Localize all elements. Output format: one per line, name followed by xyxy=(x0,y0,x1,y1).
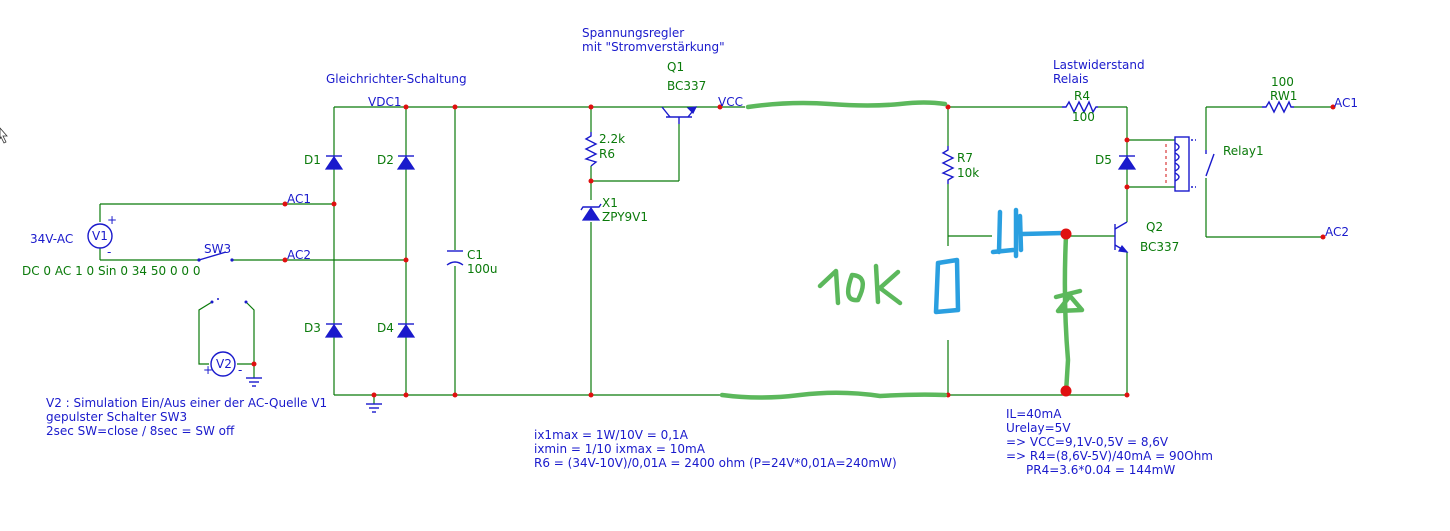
note-v2-line: 2sec SW=close / 8sec = SW off xyxy=(46,424,235,438)
v1-plus: + xyxy=(107,213,117,227)
green-pen-10k xyxy=(817,263,903,306)
wires xyxy=(99,106,1333,404)
label-gleichrichter: Gleichrichter-Schaltung xyxy=(326,72,467,86)
capacitor-c1-symbol xyxy=(446,250,464,266)
blue-pen-resistor-box xyxy=(933,257,961,315)
pen-node-bottom xyxy=(1060,385,1072,397)
ground-v2-symbol xyxy=(246,377,262,387)
mouse-cursor-icon xyxy=(0,127,8,144)
note-current-line: ixmin = 1/10 ixmax = 10mA xyxy=(534,442,706,456)
note-relay-calc: IL=40mA Urelay=5V => VCC=9,1V-0,5V = 8,6… xyxy=(1006,407,1213,477)
label-relay1: Relay1 xyxy=(1223,144,1264,158)
diode-d3-symbol xyxy=(324,323,344,338)
pen-node-top xyxy=(1060,228,1072,240)
blue-pen-capacitor xyxy=(990,207,1067,259)
v2-plus: + xyxy=(203,363,213,377)
relay-relay1-symbol xyxy=(1165,136,1215,192)
green-pen-diode-bar xyxy=(1053,288,1083,300)
label-r6-value: 2.2k xyxy=(599,132,625,146)
label-q1-name: Q1 xyxy=(667,60,684,74)
resistor-r6-symbol xyxy=(584,132,598,167)
v1-minus: - xyxy=(107,245,111,259)
handwritten-overlay xyxy=(719,100,1085,400)
note-v2-line: V2 : Simulation Ein/Aus einer der AC-Que… xyxy=(46,396,327,410)
label-rw1-name: RW1 xyxy=(1270,89,1297,103)
label-d1: D1 xyxy=(304,153,321,167)
net-ac1-right: AC1 xyxy=(1334,96,1358,110)
net-ac2-left: AC2 xyxy=(287,248,311,262)
resistor-r4-symbol xyxy=(1062,100,1098,114)
label-sw3: SW3 xyxy=(204,242,231,256)
label-spannungsregler-1: Spannungsregler xyxy=(582,26,684,40)
label-v2: V2 xyxy=(216,357,232,371)
green-pen-diode-tri xyxy=(1055,293,1085,314)
label-q2-type: BC337 xyxy=(1140,240,1179,254)
label-lastwiderstand-2: Relais xyxy=(1053,72,1088,86)
green-pen-bottom-wire xyxy=(719,390,948,400)
note-relay-line: => R4=(8,6V-5V)/40mA = 90Ohm xyxy=(1006,449,1213,463)
label-spannungsregler-2: mit "Stromverstärkung" xyxy=(582,40,725,54)
diode-d5-symbol xyxy=(1117,155,1137,170)
label-x1-type: ZPY9V1 xyxy=(602,210,648,224)
label-r4-value: 100 xyxy=(1072,110,1095,124)
note-relay-line: IL=40mA xyxy=(1006,407,1062,421)
label-source-params: DC 0 AC 1 0 Sin 0 34 50 0 0 0 xyxy=(22,264,201,278)
voltage-source-v1-symbol xyxy=(87,223,113,249)
label-c1-value: 100u xyxy=(467,262,498,276)
resistor-r7-symbol xyxy=(941,146,955,184)
label-r6-name: R6 xyxy=(599,147,615,161)
zener-x1-symbol xyxy=(580,203,602,221)
net-vdc1: VDC1 xyxy=(368,95,401,109)
resistor-rw1-symbol xyxy=(1262,100,1294,114)
diode-d4-symbol xyxy=(396,323,416,338)
label-c1-name: C1 xyxy=(467,248,483,262)
v2-minus: - xyxy=(238,363,242,377)
label-source-name: 34V-AC xyxy=(30,232,73,246)
diode-d1-symbol xyxy=(324,155,344,170)
net-vcc: VCC xyxy=(718,95,743,109)
switch-sw3-symbol xyxy=(197,251,234,262)
junction-nodes xyxy=(251,104,1336,398)
label-x1-name: X1 xyxy=(602,196,618,210)
label-v1: V1 xyxy=(92,229,108,243)
label-r7-name: R7 xyxy=(957,151,973,165)
note-v2-line: gepulster Schalter SW3 xyxy=(46,410,187,424)
note-v2: V2 : Simulation Ein/Aus einer der AC-Que… xyxy=(46,396,327,438)
label-d3: D3 xyxy=(304,321,321,335)
voltage-source-v2-symbol xyxy=(210,351,236,377)
net-ac1-left: AC1 xyxy=(287,192,311,206)
note-current-calc: ix1max = 1W/10V = 0,1A ixmin = 1/10 ixma… xyxy=(534,428,897,470)
label-d4: D4 xyxy=(377,321,394,335)
green-pen-top-wire xyxy=(745,100,948,110)
label-r7-value: 10k xyxy=(957,166,979,180)
label-d2: D2 xyxy=(377,153,394,167)
net-ac2-right: AC2 xyxy=(1325,225,1349,239)
note-relay-line: PR4=3.6*0.04 = 144mW xyxy=(1026,463,1175,477)
label-d5: D5 xyxy=(1095,153,1112,167)
label-q2-name: Q2 xyxy=(1146,220,1163,234)
note-current-line: ix1max = 1W/10V = 0,1A xyxy=(534,428,689,442)
pulse-switch-symbol xyxy=(210,298,248,304)
ground-symbol xyxy=(366,403,382,413)
green-pen-diode-wire xyxy=(1062,233,1071,396)
note-current-line: R6 = (34V-10V)/0,01A = 2400 ohm (P=24V*0… xyxy=(534,456,897,470)
label-r4-name: R4 xyxy=(1074,89,1090,103)
diode-d2-symbol xyxy=(396,155,416,170)
transistor-q2-symbol xyxy=(1114,221,1129,253)
label-lastwiderstand-1: Lastwiderstand xyxy=(1053,58,1145,72)
transistor-q1-symbol xyxy=(661,106,698,124)
note-relay-line: => VCC=9,1V-0,5V = 8,6V xyxy=(1006,435,1169,449)
label-q1-type: BC337 xyxy=(667,79,706,93)
note-relay-line: Urelay=5V xyxy=(1006,421,1071,435)
label-rw1-value: 100 xyxy=(1271,75,1294,89)
